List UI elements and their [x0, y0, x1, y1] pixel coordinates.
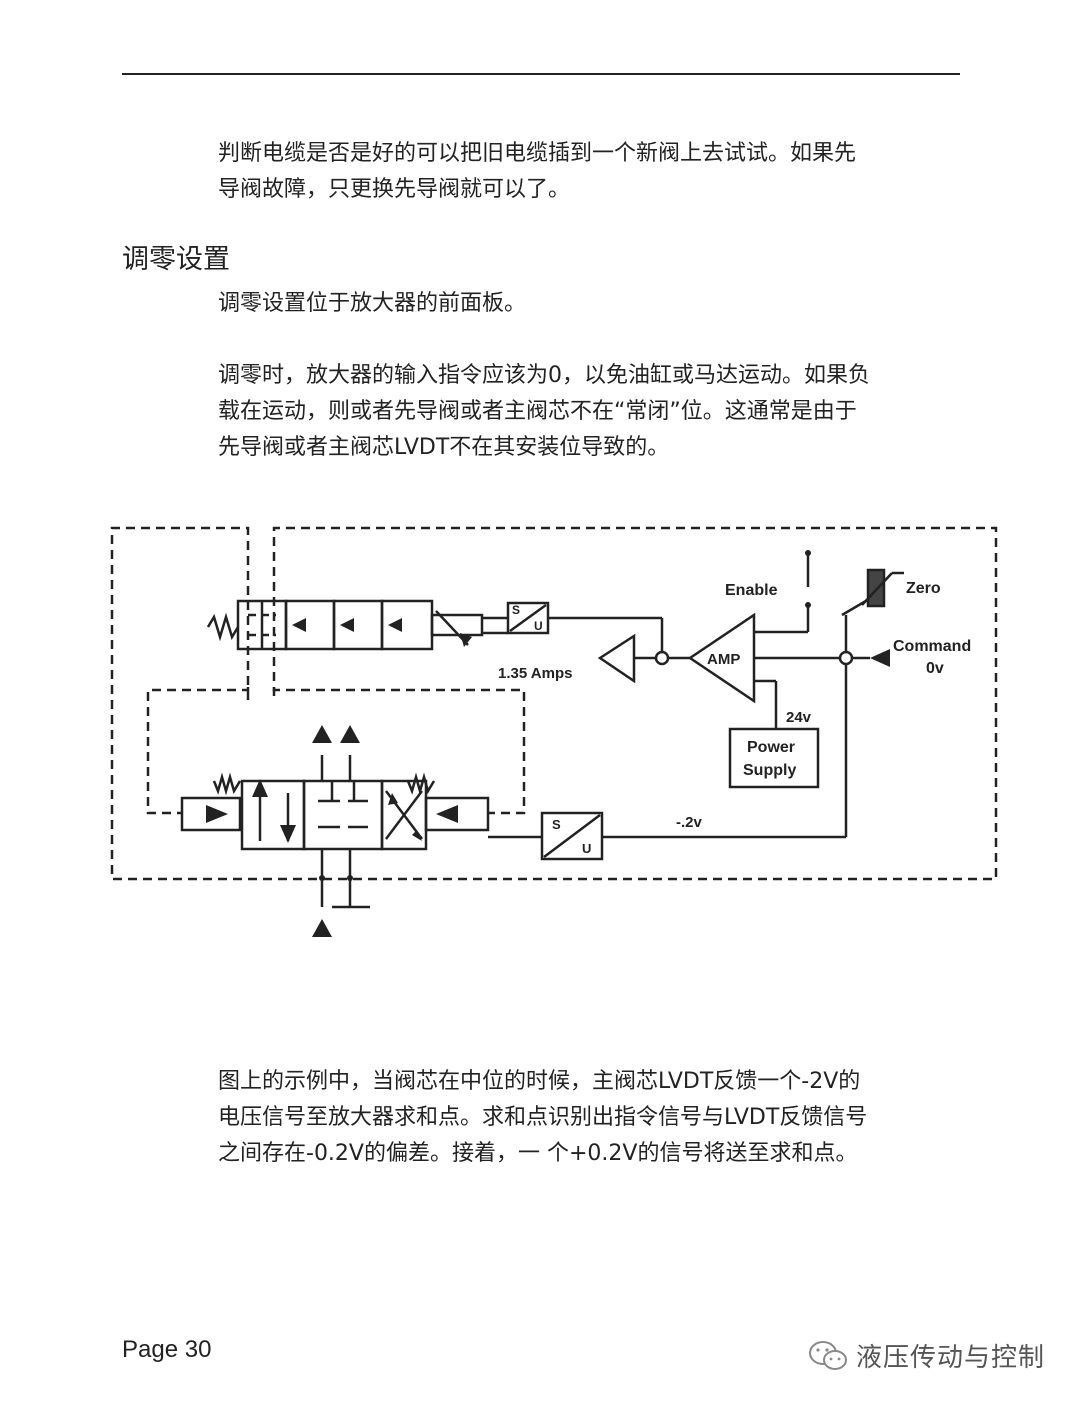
power-supply-label: Supply	[743, 762, 796, 779]
su-u-label: U	[534, 619, 543, 633]
amp-label: AMP	[707, 651, 740, 668]
feedback-voltage-label: -.2v	[676, 814, 703, 831]
su-s-label: S	[552, 817, 561, 832]
paragraph-cable-check: 判断电缆是否是好的可以把旧电缆插到一个新阀上去试试。如果先 导阀故障，只更换先导…	[218, 136, 978, 208]
wechat-icon	[809, 1340, 847, 1370]
paragraph-zero-location: 调零设置位于放大器的前面板。	[218, 291, 527, 316]
supply-voltage-label: 24v	[786, 709, 812, 726]
su-u-label: U	[582, 841, 591, 856]
watermark-text: 液压传动与控制	[856, 1343, 1046, 1373]
command-label: Command	[893, 638, 971, 655]
header-rule	[122, 73, 960, 75]
zero-label: Zero	[906, 580, 941, 597]
text-line: 判断电缆是否是好的可以把旧电缆插到一个新阀上去试试。如果先	[218, 141, 857, 166]
text-line: 电压信号至放大器求和点。求和点识别出指令信号与LVDT反馈信号	[218, 1105, 868, 1130]
su-s-label: S	[512, 603, 520, 617]
text-line: 图上的示例中，当阀芯在中位的时候，主阀芯LVDT反馈一个-2V的	[218, 1069, 861, 1094]
current-label: 1.35 Amps	[498, 665, 572, 682]
section-heading: 调零设置	[122, 244, 230, 275]
text-line: 之间存在-0.2V的偏差。接着，一 个+0.2V的信号将送至求和点。	[218, 1141, 858, 1166]
paragraph-zero-procedure: 调零时，放大器的输入指令应该为0，以免油缸或马达运动。如果负 载在运动，则或者先…	[218, 358, 978, 466]
command-voltage-label: 0v	[926, 660, 944, 677]
watermark: 液压传动与控制	[808, 1337, 1045, 1374]
text-line: 先导阀或者主阀芯LVDT不在其安装位导致的。	[218, 435, 670, 460]
valve-amplifier-diagram: Enable Zero Command 0v AMP 1.35 Amps 24v…	[110, 526, 998, 937]
text-line: 调零时，放大器的输入指令应该为0，以免油缸或马达运动。如果负	[218, 363, 870, 388]
page-number: Page 30	[122, 1336, 212, 1363]
text-line: 导阀故障，只更换先导阀就可以了。	[218, 177, 571, 202]
enable-label: Enable	[725, 582, 778, 599]
text-line: 载在运动，则或者先导阀或者主阀芯不在“常闭”位。这通常是由于	[218, 399, 857, 424]
power-supply-label: Power	[747, 739, 795, 756]
paragraph-example: 图上的示例中，当阀芯在中位的时候，主阀芯LVDT反馈一个-2V的 电压信号至放大…	[218, 1064, 978, 1172]
